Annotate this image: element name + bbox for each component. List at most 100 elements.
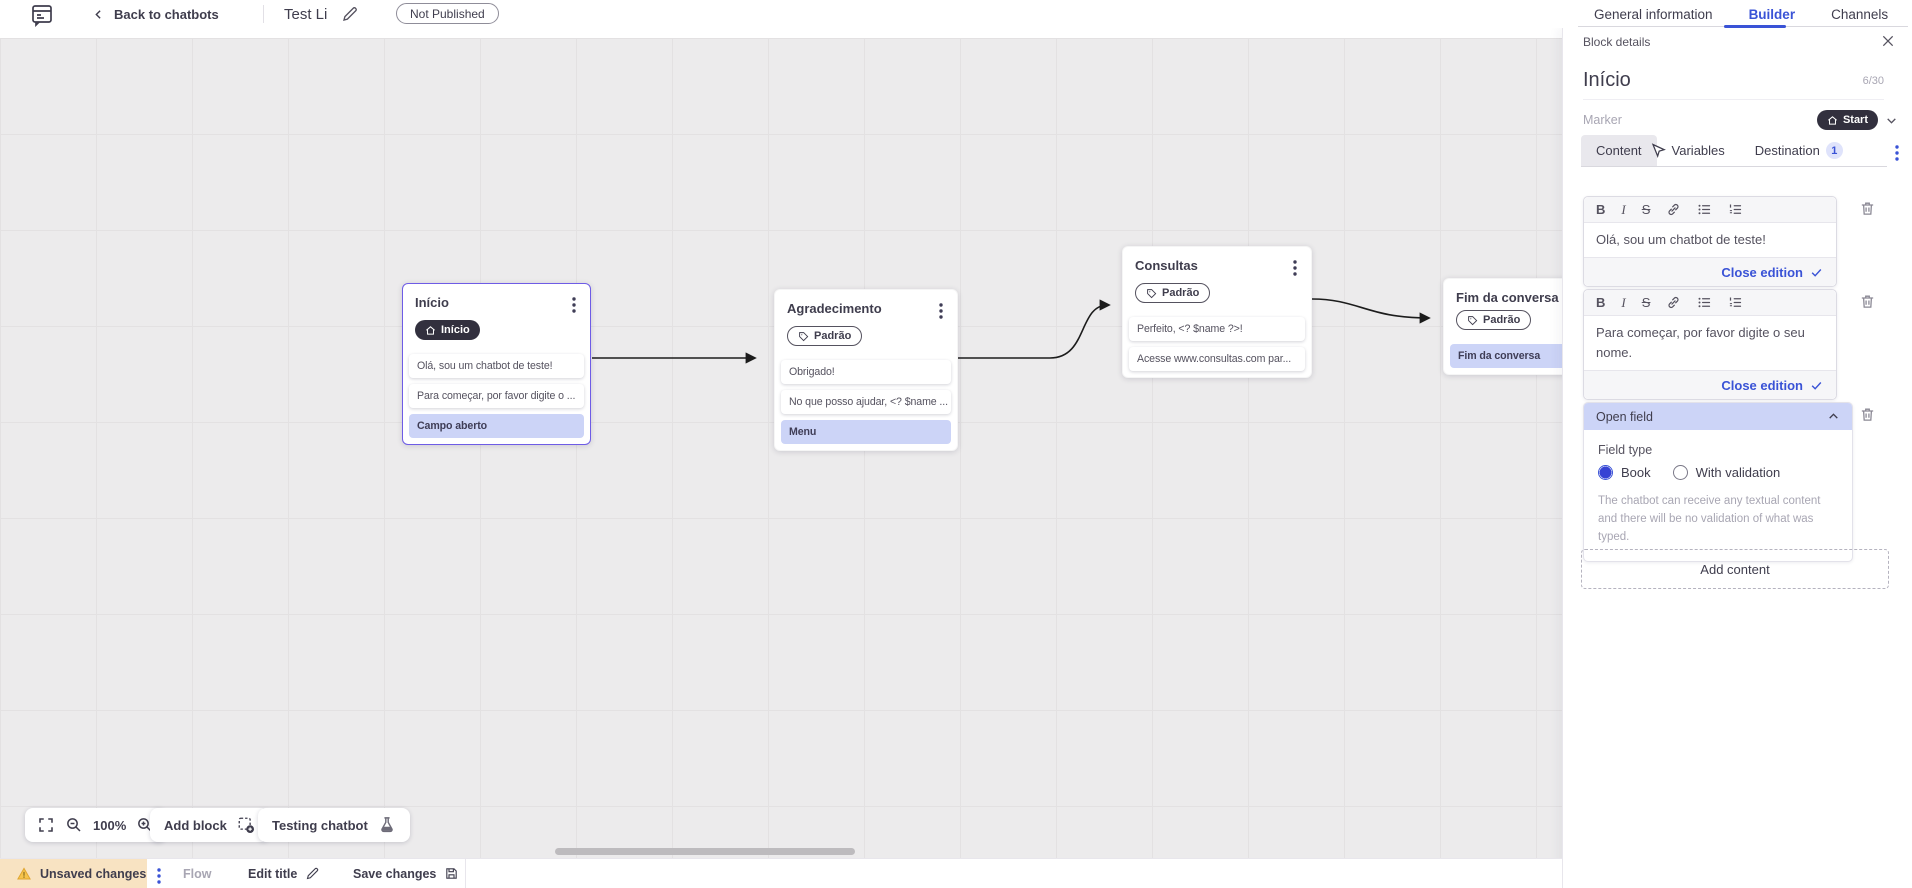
statusbar-divider	[465, 859, 466, 888]
message-text-input[interactable]: Para começar, por favor digite o seu nom…	[1584, 316, 1836, 371]
flow-block-consultas[interactable]: Consultas Padrão Perfeito, <? $name ?>! …	[1122, 246, 1312, 378]
back-label: Back to chatbots	[114, 6, 219, 22]
main-tabs: General information Builder Channels	[1594, 0, 1888, 28]
app-logo-icon	[30, 3, 54, 27]
add-block-button[interactable]: Add block	[150, 808, 269, 842]
strikethrough-icon[interactable]: S	[1641, 202, 1651, 217]
close-icon[interactable]	[1880, 33, 1896, 49]
flow-block-inicio[interactable]: Início Início Olá, sou um chatbot de tes…	[402, 283, 591, 445]
block-menu-item[interactable]: Menu	[781, 419, 951, 444]
link-icon[interactable]	[1666, 202, 1681, 217]
header-divider	[263, 5, 264, 23]
block-marker-pill: Padrão	[1456, 310, 1532, 330]
block-menu-icon[interactable]	[570, 295, 578, 315]
tab-content[interactable]: Content	[1581, 135, 1657, 166]
block-title: Fim da conversa	[1456, 290, 1559, 305]
unsaved-changes-label: Unsaved changes	[40, 866, 147, 881]
open-field-header[interactable]: Open field	[1584, 403, 1852, 430]
chevron-down-icon[interactable]	[1885, 114, 1898, 127]
status-badge: Not Published	[396, 3, 499, 24]
marker-start-pill[interactable]: Start	[1816, 110, 1878, 130]
block-end-item[interactable]: Fim da conversa	[1450, 343, 1562, 368]
canvas-horizontal-scrollbar[interactable]	[555, 848, 855, 855]
zoom-out-icon[interactable]	[65, 816, 83, 834]
block-message-item[interactable]: Olá, sou um chatbot de teste!	[409, 353, 584, 378]
open-field-card: Open field Field type Book With validati…	[1583, 402, 1853, 563]
unsaved-changes-indicator: Unsaved changes	[0, 859, 147, 888]
tab-variables[interactable]: Variables	[1671, 143, 1725, 158]
testing-chatbot-button[interactable]: Testing chatbot	[258, 808, 410, 842]
numbered-list-icon[interactable]	[1728, 295, 1743, 310]
pencil-icon	[305, 866, 320, 881]
marker-label: Marker	[1583, 113, 1622, 127]
bold-icon[interactable]: B	[1596, 295, 1606, 310]
flask-icon	[378, 816, 396, 834]
bullet-list-icon[interactable]	[1697, 202, 1712, 217]
bullet-list-icon[interactable]	[1697, 295, 1712, 310]
block-title: Consultas	[1135, 258, 1198, 273]
italic-icon[interactable]: I	[1621, 295, 1626, 310]
testing-chatbot-label: Testing chatbot	[272, 817, 368, 833]
delete-content-icon[interactable]	[1859, 406, 1876, 425]
flow-block-agradecimento[interactable]: Agradecimento Padrão Obrigado! No que po…	[774, 289, 958, 451]
block-title: Agradecimento	[787, 301, 882, 316]
bold-icon[interactable]: B	[1596, 202, 1606, 217]
add-content-button[interactable]: Add content	[1581, 549, 1889, 589]
warning-icon	[16, 866, 32, 882]
block-message-item[interactable]: Obrigado!	[781, 359, 951, 384]
flow-block-fim-da-conversa[interactable]: Fim da conversa Padrão Fim da conversa	[1443, 278, 1562, 375]
link-icon[interactable]	[1666, 295, 1681, 310]
edit-title-icon[interactable]	[341, 5, 359, 23]
marker-row: Marker Start	[1583, 108, 1898, 132]
statusbar-menu-icon[interactable]	[155, 866, 163, 886]
editor-toolbar: B I S	[1584, 197, 1836, 223]
block-title-row[interactable]: Início 6/30	[1583, 62, 1884, 100]
block-name-input[interactable]: Início	[1583, 69, 1631, 91]
chevron-up-icon[interactable]	[1827, 410, 1840, 423]
flow-view-label[interactable]: Flow	[183, 866, 212, 881]
tab-general-information[interactable]: General information	[1594, 6, 1713, 22]
back-to-chatbots-link[interactable]: Back to chatbots	[92, 0, 219, 28]
home-icon	[1827, 115, 1837, 125]
radio-option-book[interactable]: Book	[1598, 465, 1651, 480]
save-changes-button[interactable]: Save changes	[353, 859, 459, 888]
block-marker-pill: Padrão	[787, 326, 863, 346]
check-icon	[1810, 379, 1823, 392]
block-message-item[interactable]: No que posso ajudar, <? $name ...	[781, 389, 951, 414]
block-menu-icon[interactable]	[937, 301, 945, 321]
flow-canvas[interactable]: Início Início Olá, sou um chatbot de tes…	[0, 28, 1562, 858]
add-block-label: Add block	[164, 817, 227, 833]
message-text-input[interactable]: Olá, sou um chatbot de teste!	[1584, 223, 1836, 258]
numbered-list-icon[interactable]	[1728, 202, 1743, 217]
panel-title: Block details	[1583, 35, 1651, 49]
home-icon	[426, 325, 435, 335]
strikethrough-icon[interactable]: S	[1641, 295, 1651, 310]
block-menu-icon[interactable]	[1291, 258, 1299, 278]
tab-builder[interactable]: Builder	[1748, 6, 1796, 22]
block-title: Início	[415, 295, 449, 310]
radio-option-with-validation[interactable]: With validation	[1672, 465, 1780, 480]
panel-menu-icon[interactable]	[1893, 143, 1901, 163]
italic-icon[interactable]: I	[1621, 202, 1626, 217]
tab-destination[interactable]: Destination 1	[1740, 135, 1858, 166]
edit-title-button[interactable]: Edit title	[248, 859, 320, 888]
char-counter: 6/30	[1862, 74, 1884, 87]
editor-toolbar: B I S	[1584, 290, 1836, 316]
add-block-icon	[237, 816, 255, 834]
zoom-level: 100%	[93, 817, 127, 833]
block-message-item[interactable]: Para começar, por favor digite o ...	[409, 383, 584, 408]
message-editor-2: B I S Para começar, por favor digite o s…	[1583, 289, 1837, 401]
block-message-item[interactable]: Acesse www.consultas.com par...	[1129, 346, 1305, 371]
delete-content-icon[interactable]	[1859, 293, 1876, 312]
delete-content-icon[interactable]	[1859, 200, 1876, 219]
chevron-left-icon	[95, 9, 101, 19]
destination-count-badge: 1	[1825, 142, 1843, 159]
close-edition-link[interactable]: Close edition	[1721, 264, 1803, 280]
block-message-item[interactable]: Perfeito, <? $name ?>!	[1129, 316, 1305, 341]
block-field-item[interactable]: Campo aberto	[409, 413, 584, 438]
close-edition-link[interactable]: Close edition	[1721, 377, 1803, 393]
save-icon	[444, 866, 459, 881]
tab-builder-active-indicator	[1724, 25, 1786, 28]
fit-screen-icon[interactable]	[37, 816, 55, 834]
tab-channels[interactable]: Channels	[1831, 6, 1889, 22]
